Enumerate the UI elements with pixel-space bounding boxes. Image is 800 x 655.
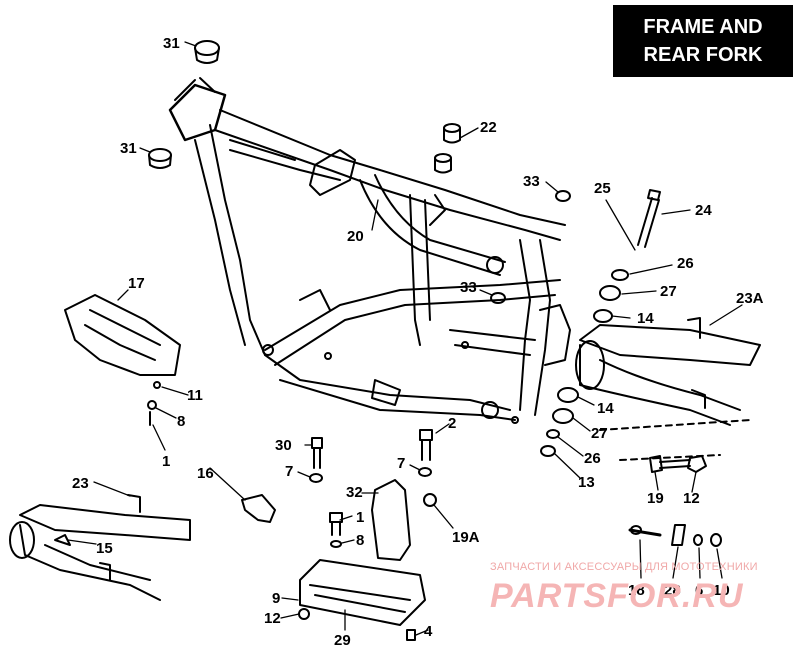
label-16: 16: [197, 465, 214, 482]
plug-33-top: [555, 190, 571, 202]
frame: [168, 77, 571, 424]
label-17: 17: [128, 275, 145, 292]
label-23A: 23A: [736, 290, 764, 307]
label-29: 29: [334, 632, 351, 649]
label-22: 22: [480, 119, 497, 136]
label-11: 11: [187, 387, 203, 404]
part-labels: 31 31 22 20 33 25 24 26 27 23A 14 17 33 …: [72, 35, 764, 649]
label-20: 20: [347, 228, 364, 245]
label-33-top: 33: [523, 173, 540, 190]
label-1-left: 1: [162, 453, 170, 470]
label-10: 10: [713, 582, 730, 599]
rear-fork-23: [9, 494, 191, 601]
label-6: 6: [695, 582, 703, 599]
leader-lines: [67, 41, 743, 636]
label-8-right: 8: [356, 532, 364, 549]
diagram-title: FRAME AND REAR FORK: [613, 5, 793, 77]
label-28: 28: [664, 582, 681, 599]
mount-plate-29: [299, 559, 426, 626]
pivot-bolt-24: [637, 189, 661, 248]
title-line-2: REAR FORK: [643, 44, 763, 66]
label-7-right: 7: [397, 455, 405, 472]
label-26-bottom: 26: [584, 450, 601, 467]
rear-fork-23A: [575, 317, 761, 461]
label-8-left: 8: [177, 413, 185, 430]
bushing-22: [434, 123, 461, 174]
label-18: 18: [628, 582, 645, 599]
label-15: 15: [96, 540, 113, 557]
label-25: 25: [594, 180, 611, 197]
label-33-mid: 33: [460, 279, 477, 296]
label-24: 24: [695, 202, 712, 219]
label-9: 9: [272, 590, 280, 607]
label-23: 23: [72, 475, 89, 492]
label-27-bottom: 27: [591, 425, 608, 442]
label-4: 4: [424, 623, 433, 640]
label-12-right: 12: [683, 490, 700, 507]
watermark-caption: ЗАПЧАСТИ И АКСЕССУАРЫ ДЛЯ МОТОТЕХНИКИ: [490, 561, 758, 573]
title-line-1: FRAME AND: [643, 16, 763, 38]
watermark-logo: PARTSFOR.RU: [490, 577, 744, 615]
label-7-left: 7: [285, 463, 293, 480]
label-19: 19: [647, 490, 664, 507]
label-19A: 19A: [452, 529, 480, 546]
bracket-32: [371, 479, 411, 561]
label-1-right: 1: [356, 509, 364, 526]
plug-33-mid: [490, 292, 506, 304]
chain-guard-17: [64, 294, 181, 376]
label-31-top: 31: [163, 35, 180, 52]
label-13: 13: [578, 474, 595, 491]
label-30: 30: [275, 437, 292, 454]
label-14-bottom: 14: [597, 400, 614, 417]
label-32: 32: [346, 484, 363, 501]
label-12-bottom: 12: [264, 610, 281, 627]
label-2: 2: [448, 415, 456, 432]
label-27-top: 27: [660, 283, 677, 300]
clamp-16: [241, 494, 276, 523]
bearing-top: [194, 40, 220, 64]
label-26-top: 26: [677, 255, 694, 272]
label-14-top: 14: [637, 310, 654, 327]
bearing-bottom: [148, 148, 172, 169]
label-31-bottom: 31: [120, 140, 137, 157]
